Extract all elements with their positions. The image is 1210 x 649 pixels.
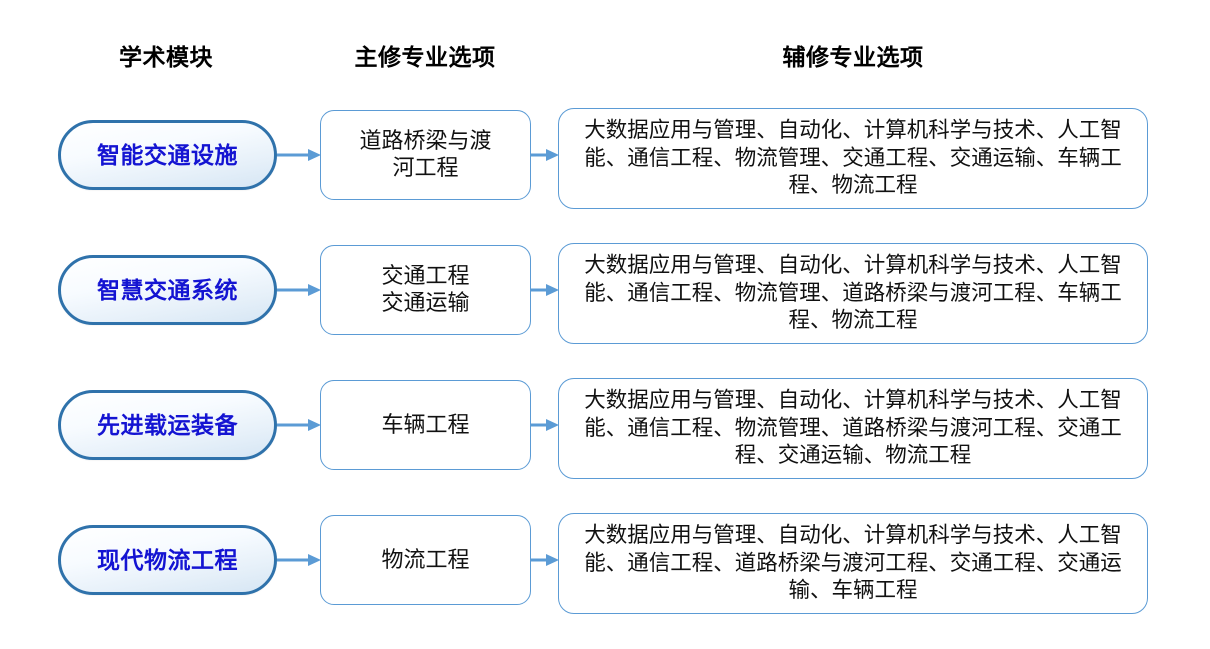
arrow-module-to-major-icon xyxy=(277,281,323,299)
minor-box[interactable]: 大数据应用与管理、自动化、计算机科学与技术、人工智能、通信工程、物流管理、交通工… xyxy=(558,108,1148,209)
arrow-major-to-minor-icon xyxy=(531,146,561,164)
major-box-label: 交通工程 交通运输 xyxy=(381,263,470,315)
module-pill[interactable]: 智慧交通系统 xyxy=(58,255,277,325)
diagram-row: 智慧交通系统 交通工程 交通运输 大数据应用与管理、自动化、计算机科学与技术、人… xyxy=(0,231,1210,349)
major-box-label: 物流工程 xyxy=(381,546,470,572)
arrow-major-to-minor-icon xyxy=(531,551,561,569)
minor-box-label: 大数据应用与管理、自动化、计算机科学与技术、人工智能、通信工程、物流管理、交通工… xyxy=(584,117,1122,198)
minor-box-label: 大数据应用与管理、自动化、计算机科学与技术、人工智能、通信工程、道路桥梁与渡河工… xyxy=(584,522,1122,603)
column-header-module: 学术模块 xyxy=(119,44,213,70)
arrow-module-to-major-icon xyxy=(277,416,323,434)
module-pill-label: 先进载运装备 xyxy=(97,411,238,438)
major-box-label: 道路桥梁与渡 河工程 xyxy=(359,128,492,180)
module-pill-label: 智慧交通系统 xyxy=(97,276,238,303)
column-header-major: 主修专业选项 xyxy=(354,44,496,70)
diagram-row: 智能交通设施 道路桥梁与渡 河工程 大数据应用与管理、自动化、计算机科学与技术、… xyxy=(0,96,1210,214)
diagram-row: 现代物流工程 物流工程 大数据应用与管理、自动化、计算机科学与技术、人工智能、通… xyxy=(0,501,1210,619)
arrow-module-to-major-icon xyxy=(277,551,323,569)
major-box-label: 车辆工程 xyxy=(381,411,470,437)
major-box[interactable]: 道路桥梁与渡 河工程 xyxy=(320,110,531,200)
minor-box[interactable]: 大数据应用与管理、自动化、计算机科学与技术、人工智能、通信工程、物流管理、道路桥… xyxy=(558,378,1148,479)
diagram-row: 先进载运装备 车辆工程 大数据应用与管理、自动化、计算机科学与技术、人工智能、通… xyxy=(0,366,1210,484)
arrow-major-to-minor-icon xyxy=(531,416,561,434)
minor-box-label: 大数据应用与管理、自动化、计算机科学与技术、人工智能、通信工程、物流管理、道路桥… xyxy=(584,387,1122,468)
module-pill-label: 智能交通设施 xyxy=(97,141,238,168)
major-box[interactable]: 物流工程 xyxy=(320,515,531,605)
minor-box[interactable]: 大数据应用与管理、自动化、计算机科学与技术、人工智能、通信工程、物流管理、道路桥… xyxy=(558,243,1148,344)
major-box[interactable]: 车辆工程 xyxy=(320,380,531,470)
module-pill[interactable]: 智能交通设施 xyxy=(58,120,277,190)
arrow-module-to-major-icon xyxy=(277,146,323,164)
column-header-minor: 辅修专业选项 xyxy=(782,44,924,70)
major-box[interactable]: 交通工程 交通运输 xyxy=(320,245,531,335)
module-pill[interactable]: 现代物流工程 xyxy=(58,525,277,595)
module-pill[interactable]: 先进载运装备 xyxy=(58,390,277,460)
minor-box-label: 大数据应用与管理、自动化、计算机科学与技术、人工智能、通信工程、物流管理、道路桥… xyxy=(584,252,1122,333)
arrow-major-to-minor-icon xyxy=(531,281,561,299)
module-pill-label: 现代物流工程 xyxy=(97,546,238,573)
minor-box[interactable]: 大数据应用与管理、自动化、计算机科学与技术、人工智能、通信工程、道路桥梁与渡河工… xyxy=(558,513,1148,614)
